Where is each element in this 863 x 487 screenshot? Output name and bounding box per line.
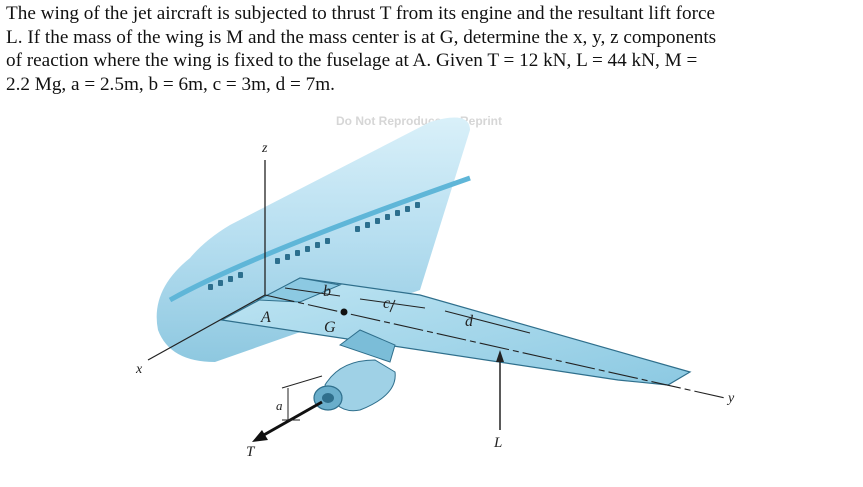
y-axis-label: y [726, 391, 735, 406]
point-A-label: A [260, 309, 271, 326]
window-row [208, 202, 420, 290]
dimension-label-a: a [276, 398, 283, 413]
thrust-force-arrow [261, 400, 323, 438]
dimension-lines [284, 287, 531, 334]
dimension-label-d: d [465, 313, 474, 330]
fuselage [156, 117, 470, 362]
thrust-arrowhead [252, 430, 268, 442]
thrust-label-T: T [246, 444, 256, 460]
dimension-a [281, 375, 323, 421]
problem-statement: The wing of the jet aircraft is subjecte… [6, 3, 717, 95]
fuselage-stripe [168, 175, 471, 303]
dimension-label-c: c [383, 295, 390, 312]
mass-center-G-marker [340, 308, 348, 316]
lift-arrowhead [496, 350, 504, 362]
point-G-label: G [324, 319, 336, 336]
x-axis [147, 294, 266, 361]
dimension-label-b: b [323, 283, 331, 300]
lift-label-L: L [493, 435, 502, 451]
z-axis-label: z [261, 141, 268, 156]
x-axis-label: x [135, 362, 143, 377]
engine-nacelle [313, 329, 396, 412]
